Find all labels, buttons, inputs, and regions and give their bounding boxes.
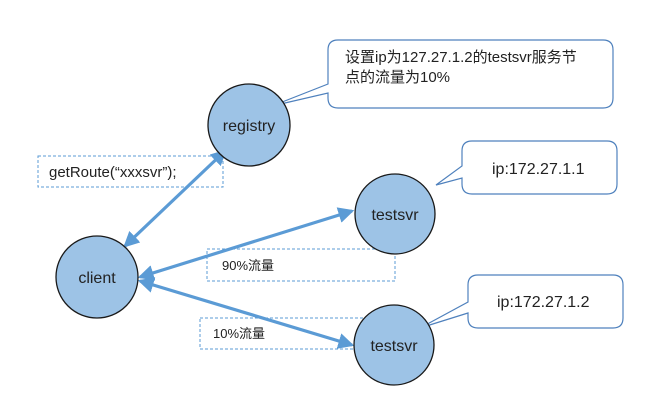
client-node-label: client: [78, 270, 116, 287]
registry-node-circle: [207, 83, 291, 167]
traffic-90-text: 90%流量: [222, 258, 274, 273]
client-node: client: [55, 235, 139, 319]
testsvr-top-node-label: testsvr: [371, 207, 419, 224]
testsvr-top-node-circle: [354, 173, 436, 255]
get-route-text: getRoute(“xxxsvr”);: [49, 164, 177, 181]
registry-note-callout: 设置ip为127.27.1.2的testsvr服务节 点的流量为10%: [271, 39, 614, 109]
testsvr-top-node: testsvr: [354, 173, 436, 255]
testsvr-top-ip-bubble: [435, 140, 618, 195]
registry-node-label: registry: [223, 118, 275, 135]
client-testsvr-top-arrow: [137, 207, 355, 281]
registry-note-line2: 点的流量为10%: [345, 69, 450, 86]
client-node-circle: [55, 235, 139, 319]
registry-note-line1: 设置ip为127.27.1.2的testsvr服务节: [345, 49, 577, 66]
testsvr-bottom-node-circle: [353, 304, 435, 386]
testsvr-bottom-node: testsvr: [353, 304, 435, 386]
testsvr-bottom-ip-callout: ip:172.27.1.2: [419, 274, 624, 329]
testsvr-top-ip-text: ip:172.27.1.1: [492, 161, 585, 178]
testsvr-bottom-node-label: testsvr: [370, 338, 418, 355]
client-testsvr-bottom-arrow: [137, 277, 355, 349]
testsvr-bottom-ip-bubble: [419, 274, 624, 329]
registry-node: registry: [207, 83, 291, 167]
registry-note-bubble: [271, 39, 614, 109]
testsvr-bottom-ip-text: ip:172.27.1.2: [497, 294, 590, 311]
traffic-10-text: 10%流量: [213, 326, 265, 341]
traffic-90-label: 90%流量: [206, 248, 396, 282]
get-route-label: getRoute(“xxxsvr”);: [37, 155, 224, 188]
testsvr-top-ip-callout: ip:172.27.1.1: [435, 140, 618, 195]
